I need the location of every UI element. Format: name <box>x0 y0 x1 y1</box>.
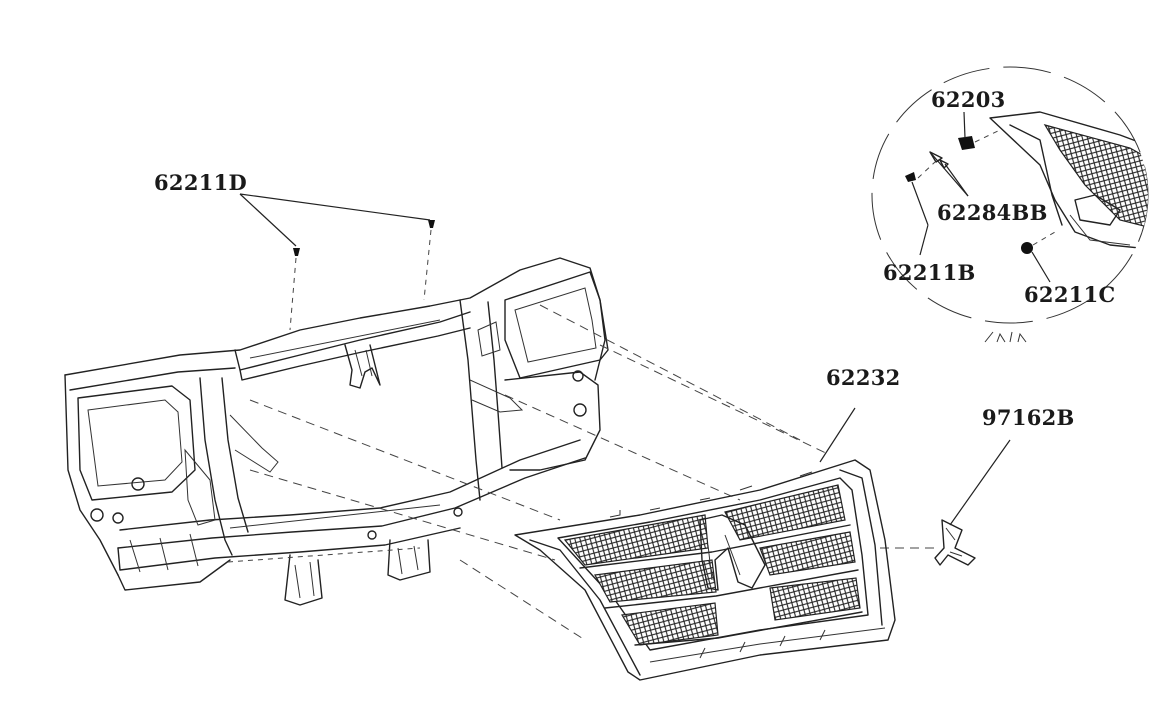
label-62211c: 62211C <box>1024 282 1116 307</box>
clip-fasteners-top <box>289 220 435 331</box>
leader-lines <box>239 111 1051 526</box>
label-62203: 62203 <box>931 87 1006 112</box>
label-62284bb: 62284BB <box>937 200 1048 225</box>
label-62211d: 62211D <box>154 170 247 195</box>
front-grille <box>514 459 896 681</box>
radiator-support-panel <box>64 257 609 606</box>
label-62232: 62232 <box>826 365 901 390</box>
label-62211b: 62211B <box>883 260 976 285</box>
detail-inset <box>871 66 1149 343</box>
alignment-guides <box>249 304 935 641</box>
emblem-part <box>934 519 976 566</box>
label-97162b: 97162B <box>982 405 1075 430</box>
